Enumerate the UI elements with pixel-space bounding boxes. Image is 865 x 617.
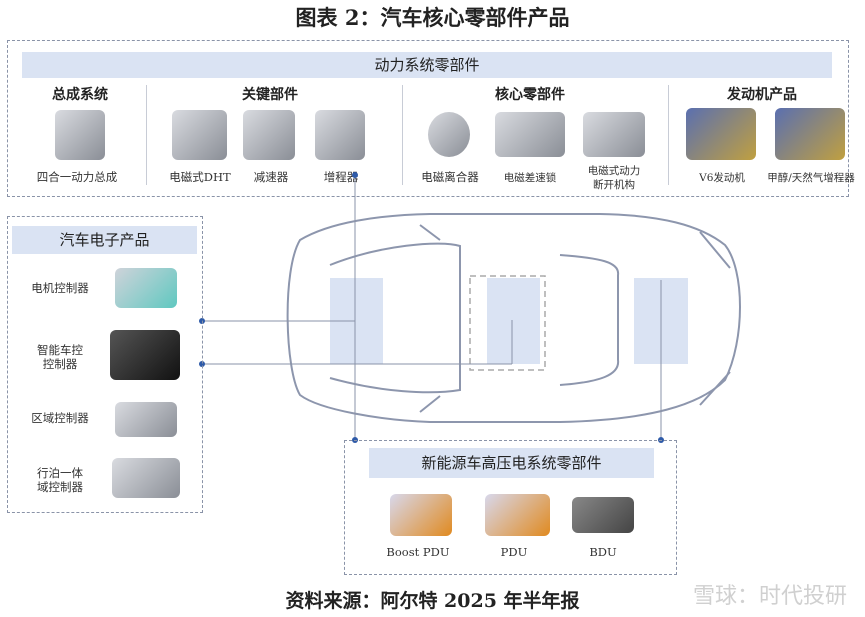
powertrain-box	[7, 40, 849, 197]
item-label: 四合一动力总成	[36, 170, 118, 184]
boost-pdu-image	[390, 494, 452, 536]
item-label: V6发动机	[699, 172, 745, 184]
powertrain-header: 动力系统零部件	[22, 52, 832, 78]
item-label: 增程器	[323, 170, 359, 184]
zone-controller-image	[115, 402, 177, 437]
figure-title: 图表 2：汽车核心零部件产品	[295, 5, 570, 30]
group-title: 总成系统	[52, 87, 108, 103]
item-label: 行泊一体	[37, 466, 83, 480]
divider	[668, 85, 669, 185]
item-label: 甲醇/天然气增程器	[767, 172, 855, 184]
group-title: 关键部件	[242, 87, 298, 103]
middle-zone	[487, 278, 540, 364]
electronics-box	[7, 216, 203, 513]
middle-zone-outline	[469, 275, 546, 371]
source-note: 资料来源：阿尔特 2025 年半年报	[285, 590, 580, 612]
connector-dot	[352, 172, 358, 178]
clutch-image	[428, 112, 470, 157]
pdu-image	[485, 494, 550, 536]
disconnect-image	[583, 112, 645, 157]
watermark: 雪球：时代投研	[692, 584, 847, 609]
item-label: BDU	[589, 545, 617, 559]
reducer-image	[243, 110, 295, 160]
bdu-image	[572, 497, 634, 533]
item-label: 区域控制器	[31, 411, 89, 425]
powertrain-assembly-image	[55, 110, 105, 160]
item-label: Boost PDU	[386, 545, 450, 559]
item-label: 减速器	[253, 170, 289, 184]
item-label: 域控制器	[37, 480, 83, 494]
item-label: 电磁式DHT	[169, 170, 231, 184]
divider	[402, 85, 403, 185]
v6-engine-image	[686, 108, 756, 160]
diff-lock-image	[495, 112, 565, 157]
item-label: 电机控制器	[31, 281, 89, 295]
item-label: 断开机构	[593, 179, 635, 191]
item-label: 电磁离合器	[421, 170, 479, 184]
item-label: 控制器	[42, 357, 78, 371]
range-extender-image	[315, 110, 365, 160]
hv-header: 新能源车高压电系统零部件	[369, 448, 654, 478]
group-title: 发动机产品	[727, 87, 797, 103]
methanol-extender-image	[775, 108, 845, 160]
item-label: 智能车控	[37, 343, 83, 357]
item-label: 电磁差速锁	[503, 172, 557, 184]
divider	[146, 85, 147, 185]
vehicle-controller-image	[110, 330, 180, 380]
adas-controller-image	[112, 458, 180, 498]
electronics-header: 汽车电子产品	[12, 226, 197, 254]
item-label: 电磁式动力	[587, 165, 641, 177]
dht-image	[172, 110, 227, 160]
item-label: PDU	[500, 545, 528, 559]
motor-controller-image	[115, 268, 177, 308]
group-title: 核心零部件	[495, 87, 565, 103]
hv-box	[344, 440, 677, 575]
